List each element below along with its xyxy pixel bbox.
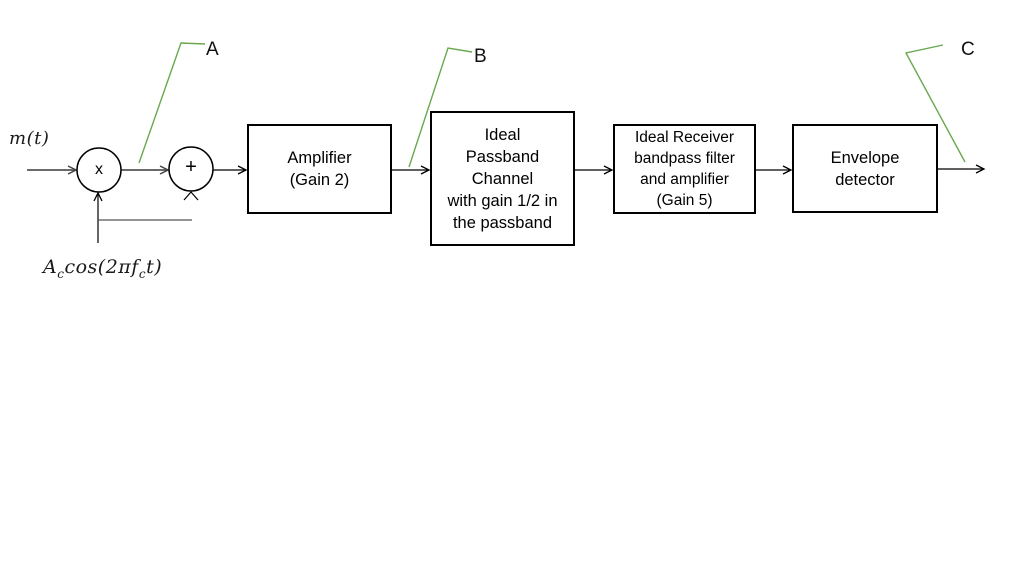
block-passband-channel: Ideal Passband Channel with gain 1/2 in …	[430, 111, 575, 246]
carrier-freq: f	[131, 256, 139, 278]
annotation-label-b: B	[474, 46, 487, 67]
block-amplifier: Amplifier (Gain 2)	[247, 124, 392, 214]
summer-symbol: +	[185, 156, 197, 178]
block-envelope-detector: Envelope detector	[792, 124, 938, 213]
carrier-func: cos(2π	[64, 256, 132, 278]
annotation-b-leader-line	[408, 47, 473, 168]
carrier-freq-sub: c	[138, 266, 147, 281]
carrier-arg-end: t)	[146, 256, 163, 278]
carrier-amp-sub: c	[57, 266, 65, 281]
input-signal-label: m(t)	[9, 128, 50, 149]
summer-bottom-arrowhead	[183, 191, 199, 201]
annotation-a-leader-line	[138, 42, 206, 164]
carrier-amp: A	[43, 256, 58, 278]
multiplier-node	[76, 147, 122, 193]
carrier-signal-label: Accos(2πfct)	[43, 256, 162, 281]
annotation-label-a: A	[206, 39, 219, 60]
annotation-label-c: C	[961, 39, 975, 60]
block-receiver-bandpass-filter: Ideal Receiver bandpass filter and ampli…	[613, 124, 756, 214]
annotation-c-leader-line	[904, 44, 966, 163]
summer-node	[168, 146, 214, 192]
multiplier-symbol: x	[95, 161, 103, 178]
